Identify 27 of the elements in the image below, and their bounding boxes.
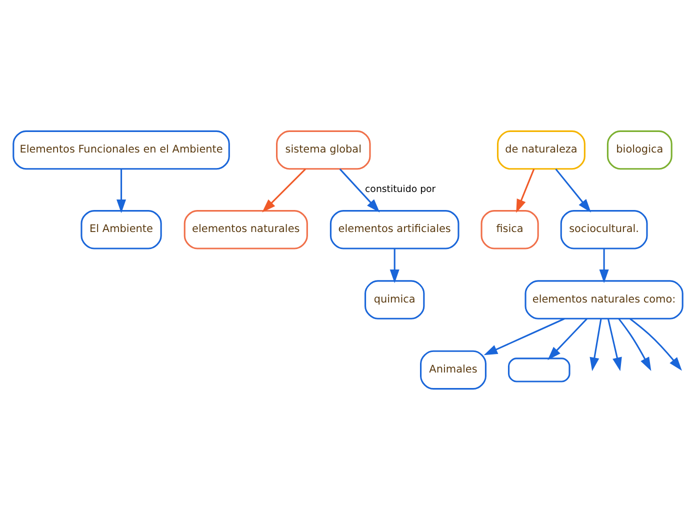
arrow xyxy=(607,318,622,372)
node-box: Animales xyxy=(420,350,486,390)
arrow xyxy=(548,318,588,360)
node-box: de naturaleza xyxy=(496,130,586,170)
arrow xyxy=(555,168,592,213)
arrow xyxy=(484,318,565,356)
arrow xyxy=(630,318,682,371)
node-box: fisica xyxy=(480,210,539,250)
arrow xyxy=(618,318,652,371)
node-box: sociocultural. xyxy=(560,210,648,250)
node-box: El Ambiente xyxy=(80,210,162,250)
arrow xyxy=(339,168,380,212)
node-box: elementos naturales como: xyxy=(524,280,684,320)
node-box: biologica xyxy=(606,130,672,170)
arrow xyxy=(599,248,609,284)
node-box: quimica xyxy=(364,280,425,320)
node-box xyxy=(508,358,570,382)
node-box: elementos naturales xyxy=(184,210,308,250)
node-box: elementos artificiales xyxy=(330,210,460,250)
edge-label: constituido por xyxy=(365,184,436,196)
arrow xyxy=(516,168,535,213)
arrow xyxy=(262,168,306,212)
arrow xyxy=(116,169,126,214)
arrow xyxy=(590,318,602,372)
arrow xyxy=(390,248,400,284)
node-box: sistema global xyxy=(276,130,371,170)
node-box: Elementos Funcionales en el Ambiente xyxy=(12,130,230,170)
